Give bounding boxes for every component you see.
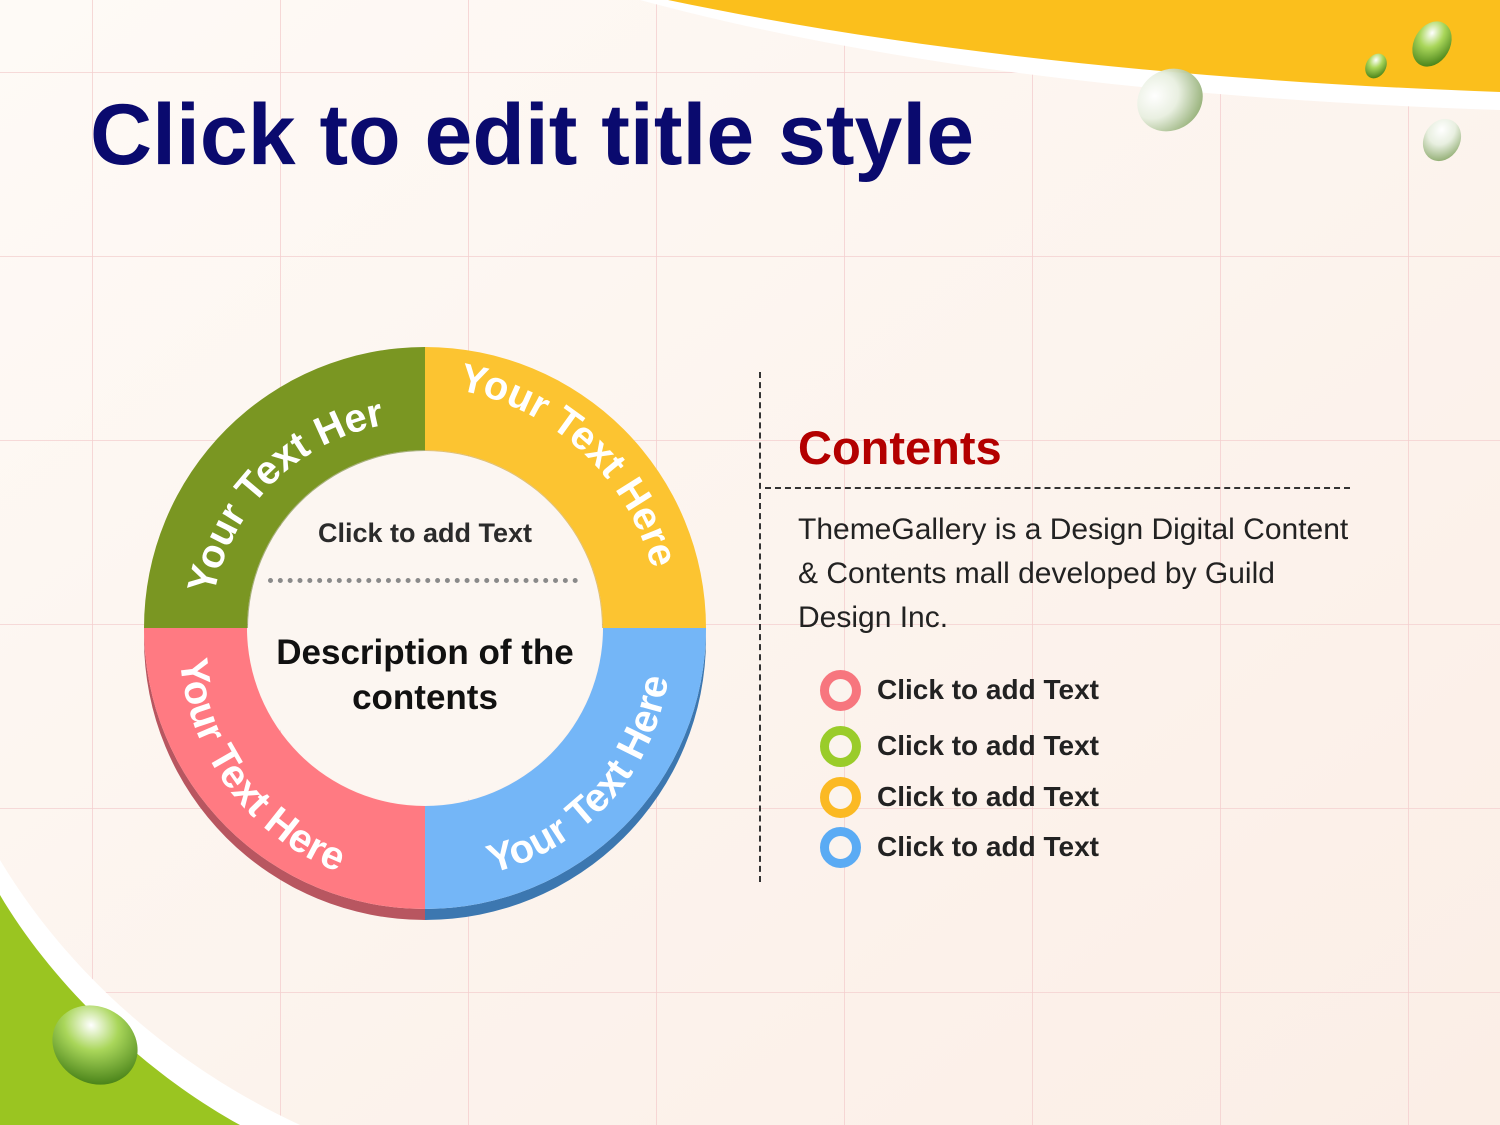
horizontal-divider: [765, 487, 1350, 489]
contents-body-text[interactable]: ThemeGallery is a Design Digital Content…: [798, 513, 1349, 634]
ring-bullet-icon: [820, 776, 861, 818]
bullet-label: Click to add Text: [877, 674, 1099, 705]
bullet-label: Click to add Text: [877, 730, 1099, 761]
ring-center-divider: [268, 578, 578, 583]
bullet-label: Click to add Text: [877, 781, 1099, 812]
ring-segment-yellow[interactable]: [425, 347, 706, 628]
ring-bullet-icon: [820, 669, 861, 711]
bullet-item[interactable]: Click to add Text: [820, 668, 1099, 712]
bullet-label: Click to add Text: [877, 831, 1099, 862]
ring-segment-green[interactable]: [144, 347, 425, 628]
ring-center-text[interactable]: Click to add Text: [317, 518, 533, 548]
water-drop-icon: [52, 21, 1462, 1085]
ring-segment-blue[interactable]: [425, 628, 706, 909]
ring-bullet-icon: [820, 826, 861, 868]
contents-heading[interactable]: Contents: [798, 421, 1002, 474]
cycle-ring-diagram: Your Text Here Your Text Here Your Text …: [120, 330, 706, 920]
vertical-divider: [759, 372, 761, 882]
ring-center-description[interactable]: Description of the contents: [276, 633, 574, 717]
bullet-item[interactable]: Click to add Text: [820, 825, 1099, 869]
ring-segment-pink[interactable]: [144, 628, 425, 909]
ring-bullet-icon: [820, 725, 861, 767]
bullet-item[interactable]: Click to add Text: [820, 775, 1099, 819]
bullet-item[interactable]: Click to add Text: [820, 724, 1099, 768]
slide-title[interactable]: Click to edit title style: [90, 87, 975, 183]
